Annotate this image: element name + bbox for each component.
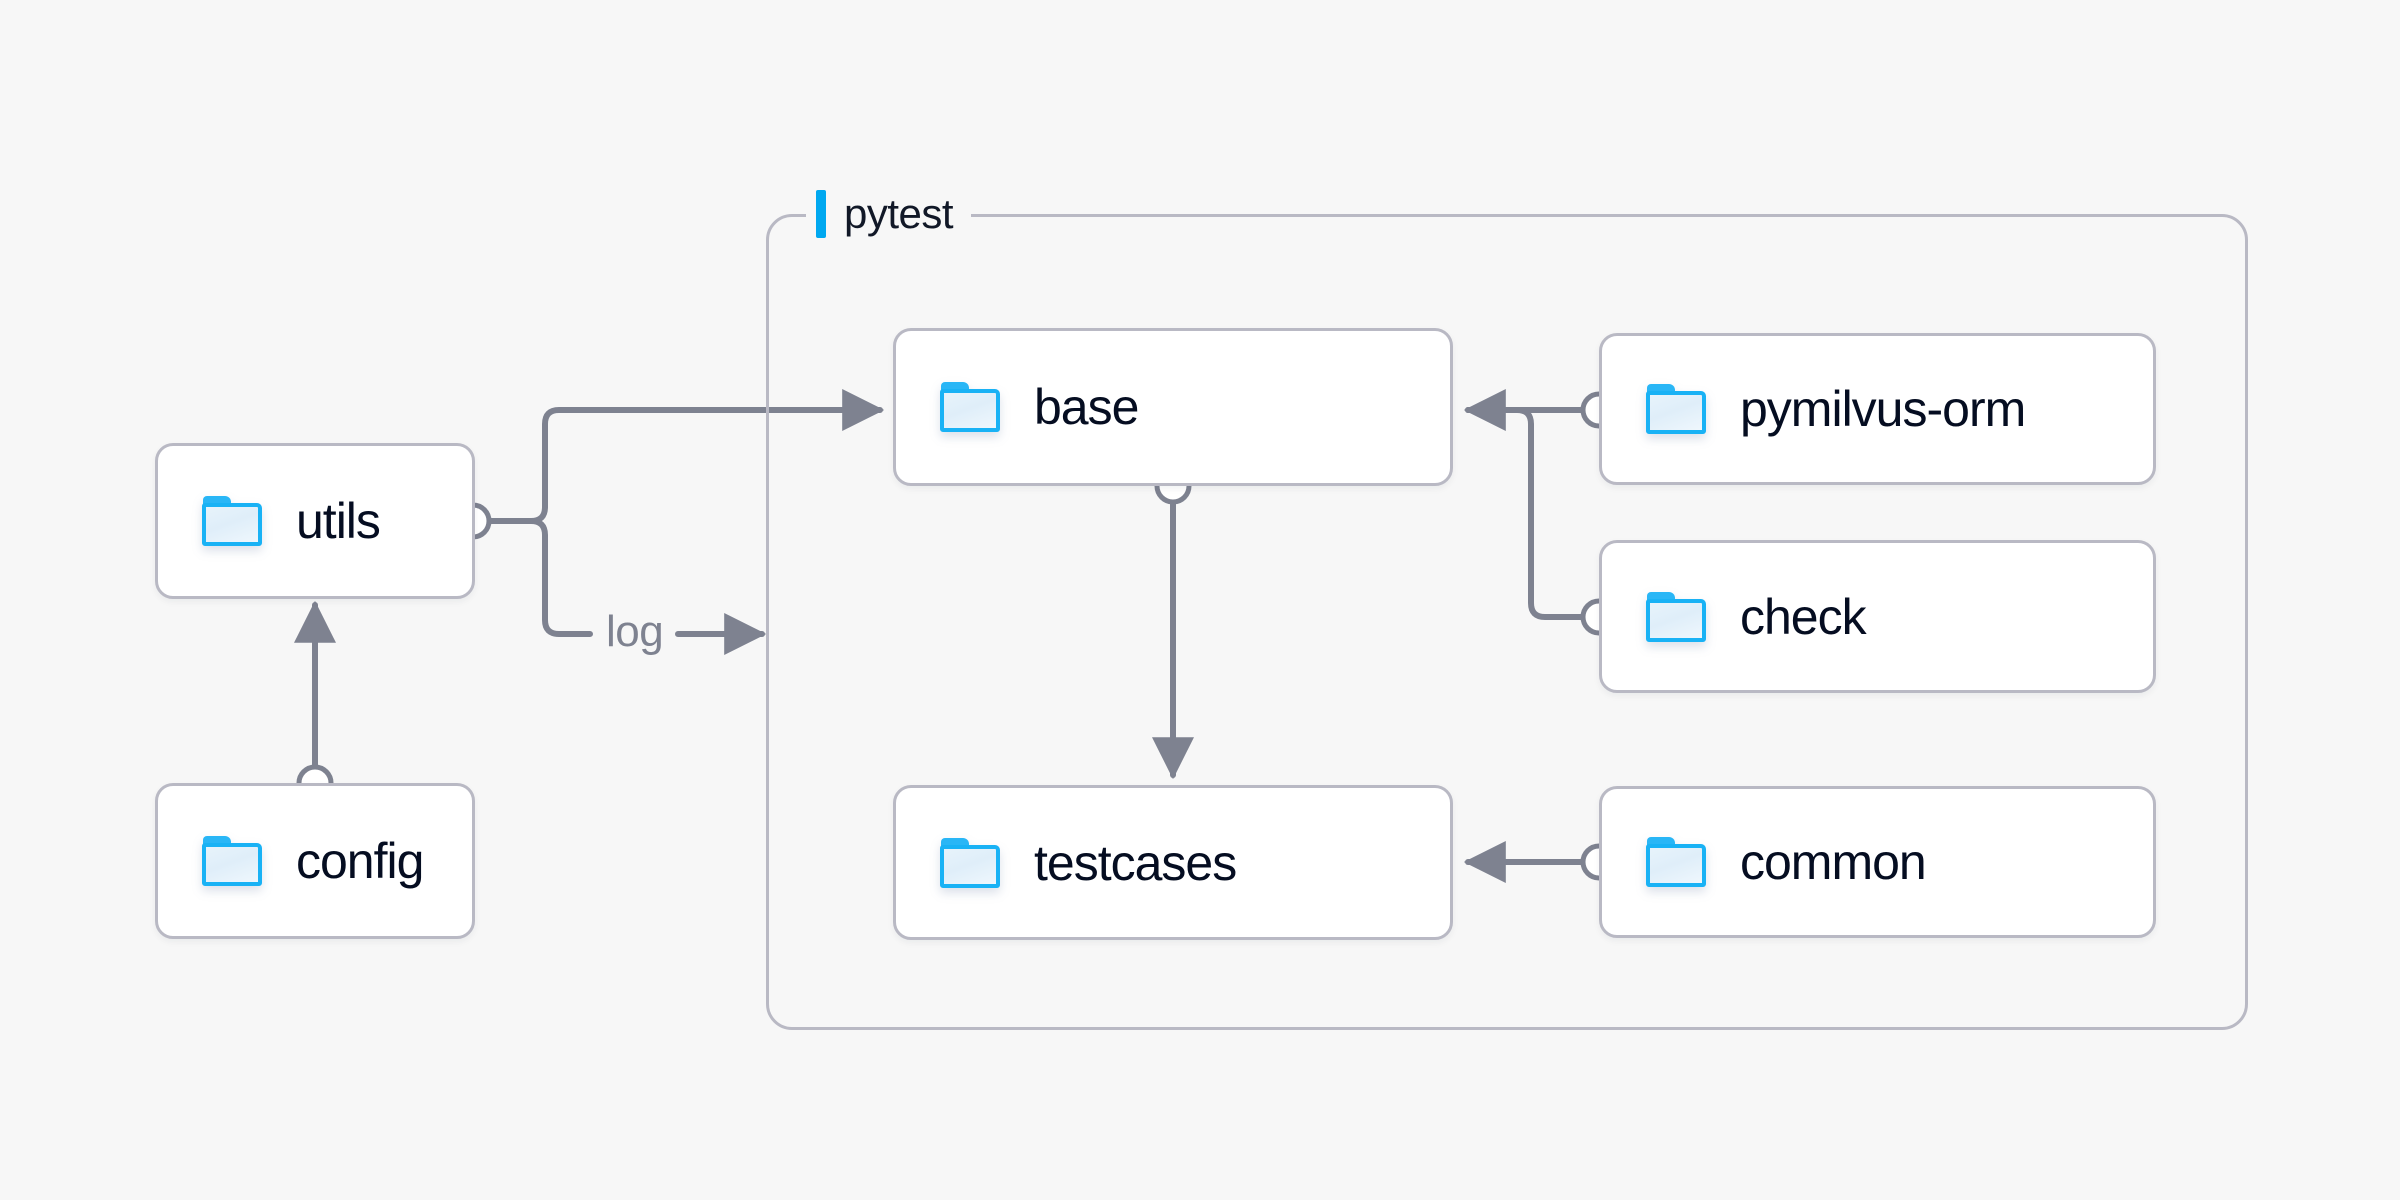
edge-label-log: log (598, 610, 672, 654)
folder-icon (1646, 837, 1706, 887)
node-label: utils (296, 493, 381, 549)
folder-icon (202, 496, 262, 546)
node-label: check (1740, 588, 1867, 645)
folder-icon (202, 836, 262, 886)
node-utils[interactable]: utils (155, 443, 475, 599)
node-label: config (296, 833, 424, 889)
group-accent-bar (816, 190, 826, 238)
group-pytest[interactable] (766, 214, 2248, 1030)
node-common[interactable]: common (1599, 786, 2156, 938)
node-label: base (1034, 379, 1139, 435)
folder-icon (1646, 591, 1706, 642)
node-testcases[interactable]: testcases (893, 785, 1453, 940)
folder-icon (940, 382, 1000, 432)
folder-icon (1646, 384, 1706, 434)
node-check[interactable]: check (1599, 540, 2156, 693)
node-label: testcases (1034, 834, 1237, 891)
node-label: pymilvus-orm (1740, 381, 2026, 437)
node-label: common (1740, 834, 1927, 890)
node-config[interactable]: config (155, 783, 475, 939)
folder-icon (940, 837, 1000, 888)
node-pymilvus-orm[interactable]: pymilvus-orm (1599, 333, 2156, 485)
node-base[interactable]: base (893, 328, 1453, 486)
group-pytest-label: pytest (806, 186, 972, 242)
group-title: pytest (844, 190, 954, 237)
